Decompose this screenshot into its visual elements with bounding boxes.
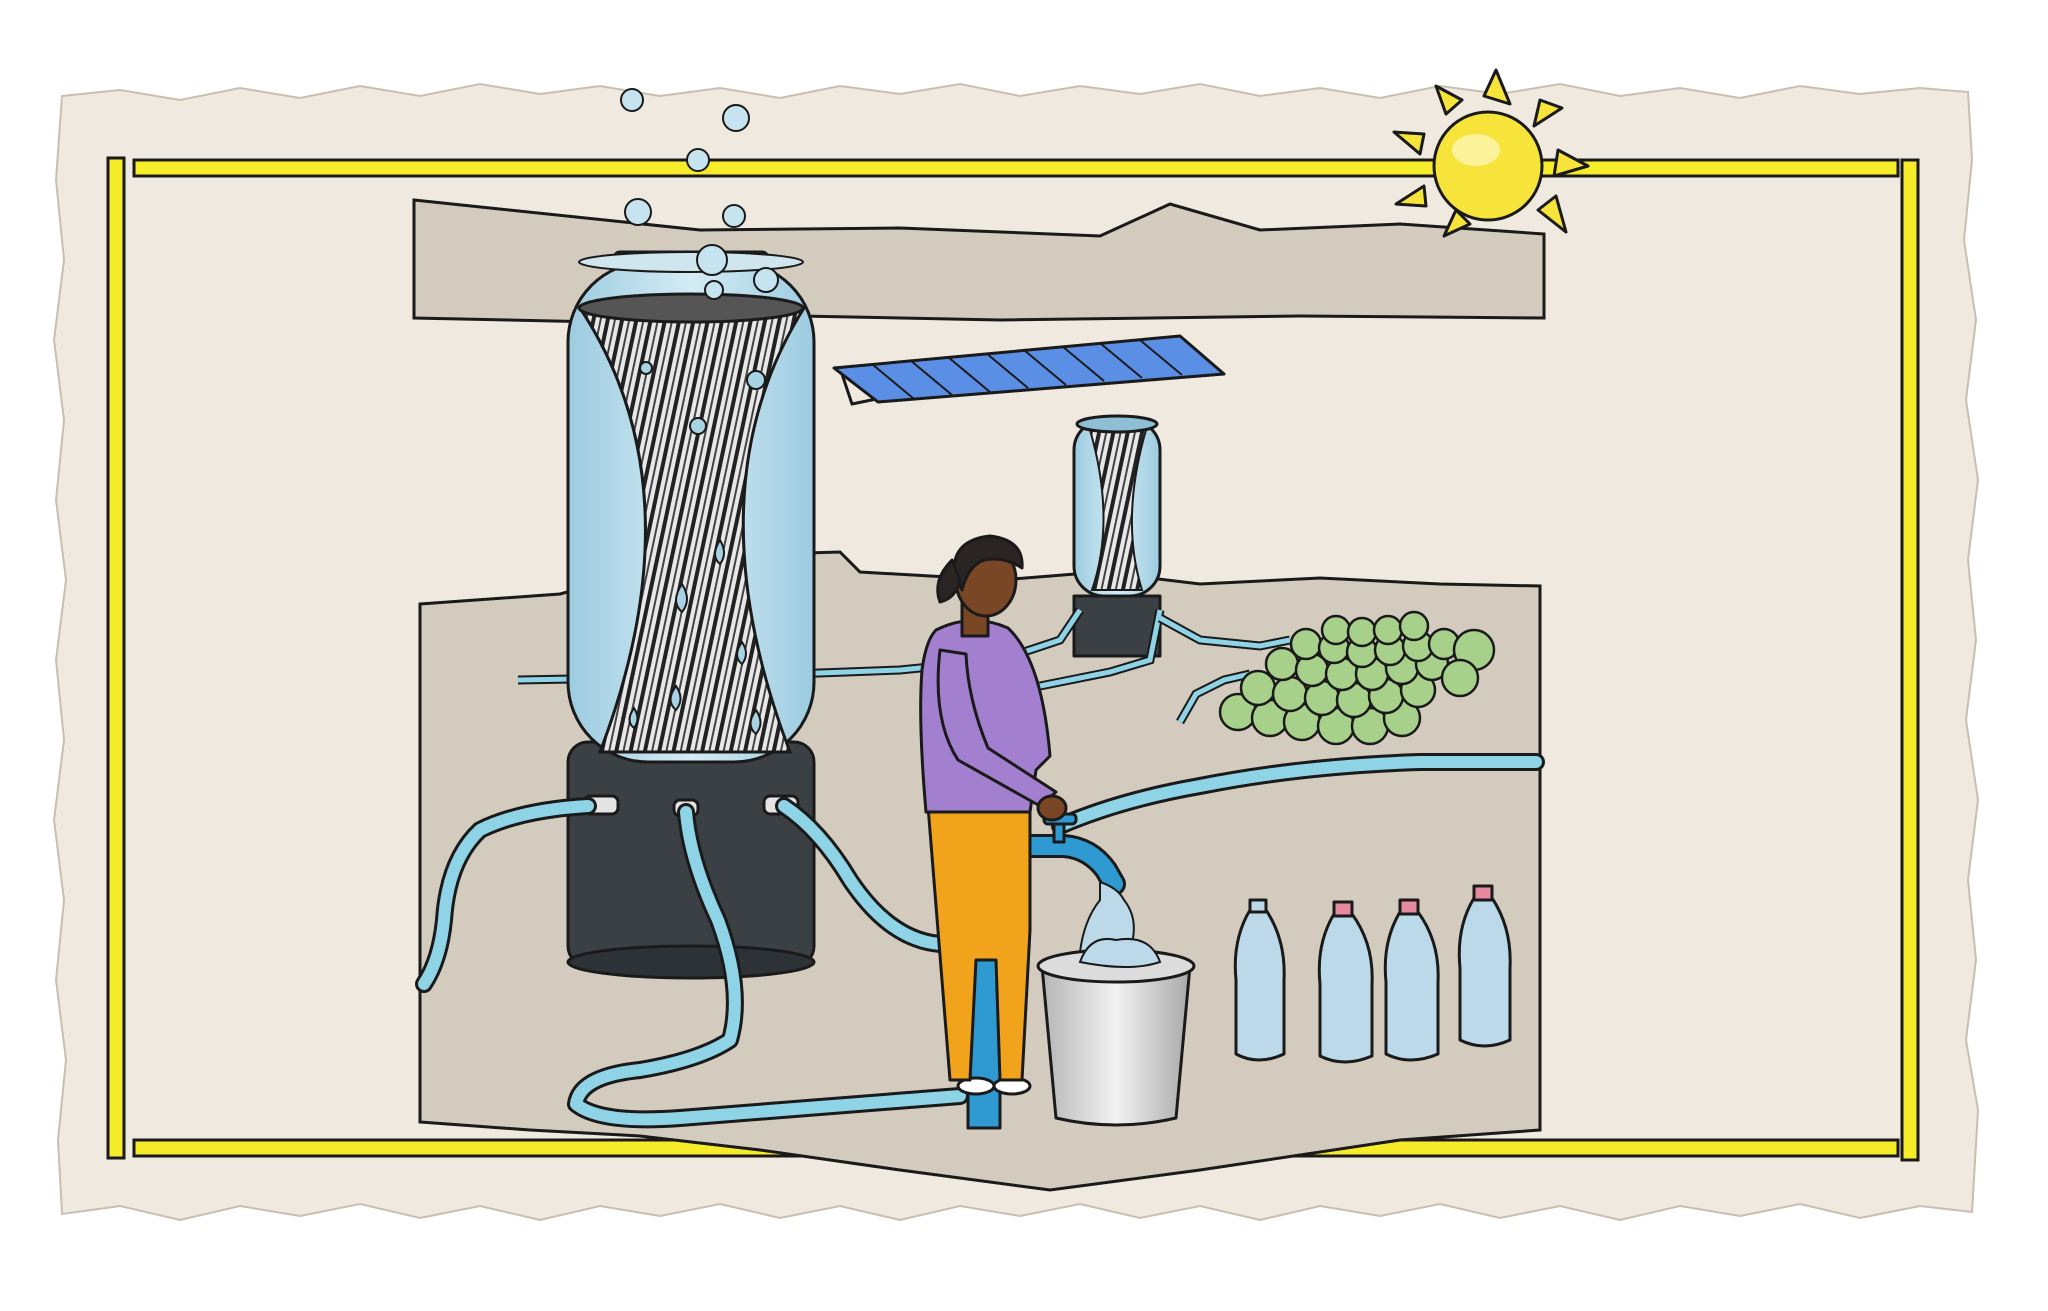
water-harvesting-tower <box>566 250 816 980</box>
water-stream <box>1078 880 1135 954</box>
bottle <box>1383 898 1440 1062</box>
water-bottles <box>1233 884 1512 1064</box>
solar-panel <box>832 334 1226 406</box>
bucket <box>1036 938 1196 1127</box>
yellow-frame <box>106 156 1920 1162</box>
condensation-bubbles <box>620 88 779 300</box>
bottle <box>1457 884 1512 1048</box>
bottle <box>1317 900 1374 1064</box>
cabbage-field <box>1218 610 1496 746</box>
bottle <box>1233 898 1286 1062</box>
water-hoses <box>415 753 1545 1129</box>
small-water-tank <box>1072 414 1162 658</box>
sun-icon <box>1392 68 1590 238</box>
person-filling-bucket <box>919 534 1068 1096</box>
